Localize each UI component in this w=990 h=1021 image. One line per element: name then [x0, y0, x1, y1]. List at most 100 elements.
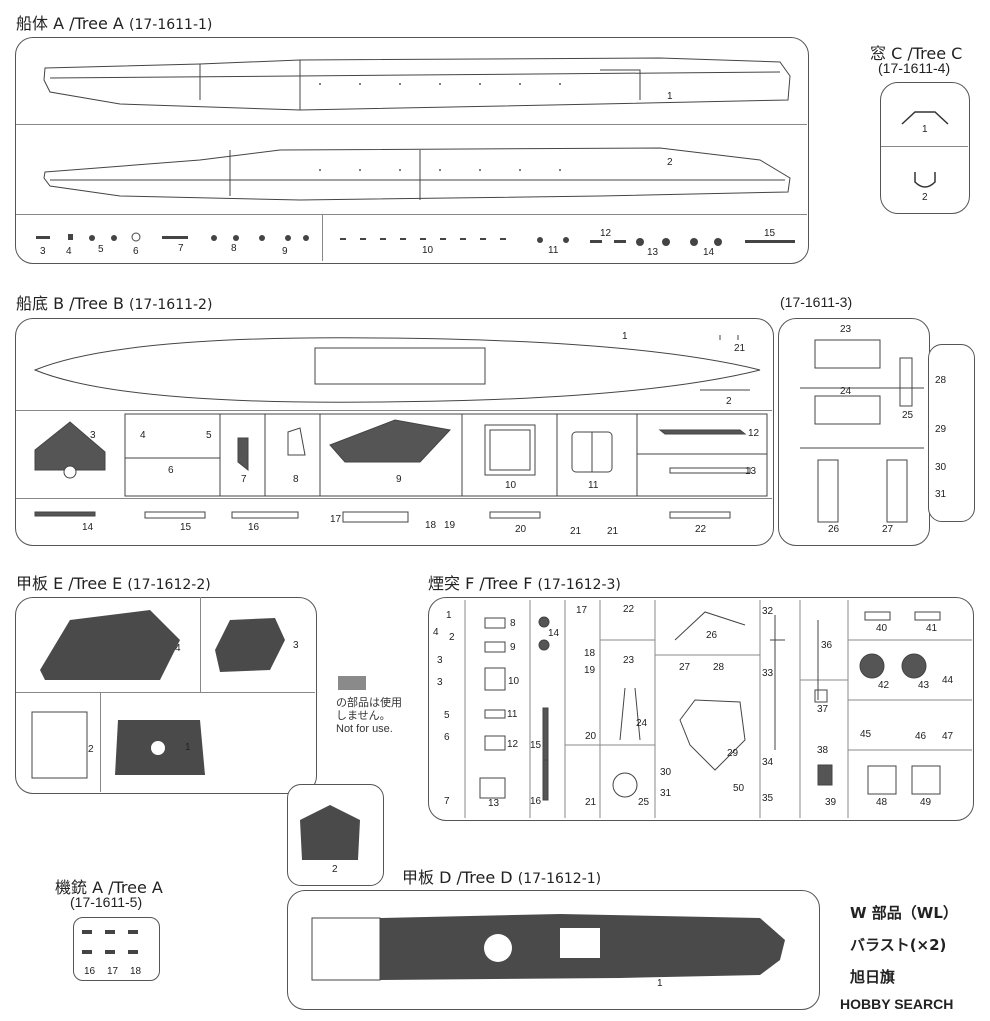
hull-rivets	[319, 83, 561, 171]
part-b-9: 9	[396, 474, 402, 485]
part-c-1: 1	[922, 124, 928, 135]
part-f-39: 39	[825, 797, 837, 808]
part-b-7: 7	[241, 474, 247, 485]
part-b-17: 17	[330, 514, 342, 525]
part-b3-24: 24	[840, 386, 852, 397]
part-b3-26: 26	[828, 524, 840, 535]
sprue-c-divider	[881, 146, 968, 147]
not-used-swatch	[338, 676, 366, 690]
tree-a5-code: (17-1611-5)	[70, 894, 143, 910]
part-f-15: 15	[530, 740, 542, 751]
part-f-11: 11	[507, 709, 518, 720]
part-a-5: 5	[98, 244, 104, 255]
not-used-legend: の部品は使用 しません。 Not for use.	[336, 697, 402, 735]
part-a-9: 9	[282, 246, 288, 257]
part-f-6: 6	[444, 732, 450, 743]
part-e-4: 4	[175, 643, 181, 654]
part-b-3: 3	[90, 430, 96, 441]
tree-b3-code: (17-1611-3)	[780, 294, 853, 310]
part-b-19: 19	[444, 520, 456, 531]
part-f-40: 40	[876, 623, 888, 634]
part-f-47: 47	[942, 731, 954, 742]
part-f-1: 1	[446, 610, 452, 621]
part-b-1: 1	[622, 331, 628, 342]
tree-c-code: (17-1611-4)	[878, 60, 951, 76]
tree-a-small-parts	[36, 232, 795, 246]
part-f-21: 21	[585, 797, 597, 808]
part-f-23: 23	[623, 655, 635, 666]
part-a-15: 15	[764, 228, 776, 239]
part-a-3: 3	[40, 246, 46, 257]
part-a5-18: 18	[130, 966, 142, 977]
part-f-30: 30	[660, 767, 672, 778]
tree-c-title: 窓 C /Tree C	[870, 44, 963, 63]
sprue-tree-a5	[73, 917, 160, 981]
part-a-4: 4	[66, 246, 72, 257]
part-b-13: 13	[745, 466, 757, 477]
part-f-41: 41	[926, 623, 938, 634]
part-a-14: 14	[703, 247, 715, 258]
sprue-a-divider-vertical	[322, 214, 323, 261]
sprue-a-divider	[16, 124, 807, 125]
part-c-2: 2	[922, 192, 928, 203]
sprue-tree-c	[880, 82, 970, 214]
part-d-1: 1	[657, 978, 663, 989]
part-b-10: 10	[505, 480, 517, 491]
part-a-12: 12	[600, 228, 612, 239]
sprue-tree-b3-ext	[928, 344, 975, 522]
part-f-33: 33	[762, 668, 774, 679]
part-f-3a: 3	[437, 655, 443, 666]
part-f-7: 7	[444, 796, 450, 807]
part-f-29: 29	[727, 748, 739, 759]
part-f-27: 27	[679, 662, 691, 673]
sprue-e-vdiv2	[100, 692, 101, 792]
hull-part-2	[43, 147, 791, 201]
part-f-4: 4	[433, 627, 439, 638]
part-e-3: 3	[293, 640, 299, 651]
part-f-10: 10	[508, 676, 520, 687]
part-f-19: 19	[584, 665, 596, 676]
part-b-12: 12	[748, 428, 760, 439]
flag-label: 旭日旗	[850, 968, 896, 986]
part-f-25: 25	[638, 797, 650, 808]
deck-part-1	[312, 914, 785, 980]
part-f-13: 13	[488, 798, 500, 809]
part-b3-23: 23	[840, 324, 852, 335]
part-b3-28: 28	[935, 375, 947, 386]
part-b3-31: 31	[935, 489, 947, 500]
part-a5-16: 16	[84, 966, 96, 977]
part-f-38: 38	[817, 745, 829, 756]
part-f-9: 9	[510, 642, 516, 653]
part-f-50: 50	[733, 783, 745, 794]
part-b3-27: 27	[882, 524, 894, 535]
part-f-16: 16	[530, 796, 542, 807]
part-b-21c: 21	[607, 526, 619, 537]
part-f-14: 14	[548, 628, 560, 639]
part-f-49: 49	[920, 797, 932, 808]
part-f-22: 22	[623, 604, 635, 615]
part-f-31: 31	[660, 788, 672, 799]
part-b-14: 14	[82, 522, 94, 533]
part-f-8: 8	[510, 618, 516, 629]
tree-b-title: 船底 B /Tree B (17-1611-2)	[16, 294, 213, 313]
part-f-3b: 3	[437, 677, 443, 688]
sprue-tree-b3	[778, 318, 930, 546]
part-f-5: 5	[444, 710, 450, 721]
part-b-8: 8	[293, 474, 299, 485]
part-f-35: 35	[762, 793, 774, 804]
part-b-11: 11	[588, 480, 599, 491]
part-f-37: 37	[817, 704, 829, 715]
part-f-48: 48	[876, 797, 888, 808]
part-b-5: 5	[206, 430, 212, 441]
part-a5-17: 17	[107, 966, 119, 977]
part-b-21b: 21	[570, 526, 582, 537]
part-e-1: 1	[185, 742, 191, 753]
part-a-2: 2	[667, 157, 673, 168]
part-f-18: 18	[584, 648, 596, 659]
tree-a-title: 船体 A /Tree A (17-1611-1)	[16, 14, 213, 33]
tree-d-title: 甲板 D /Tree D (17-1612-1)	[402, 868, 602, 887]
